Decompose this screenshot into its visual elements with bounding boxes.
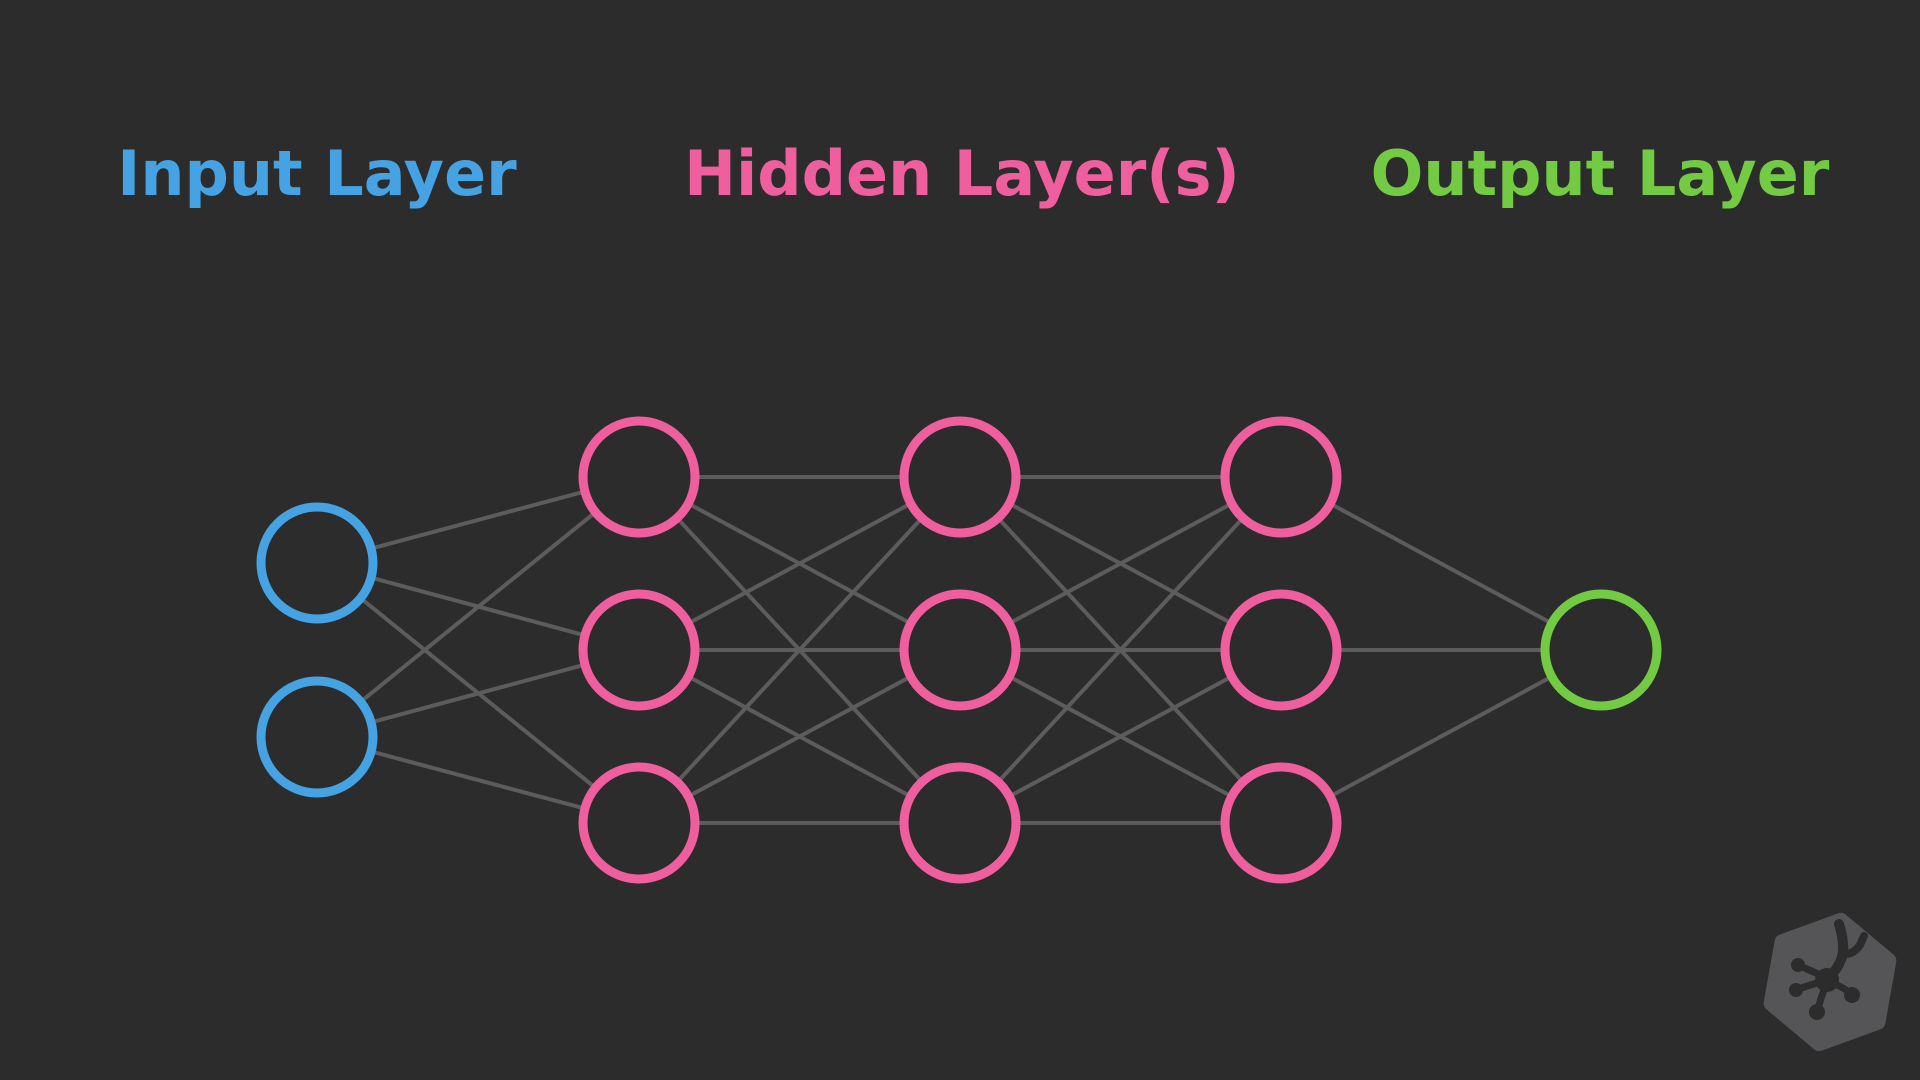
node-hidden-1-2 bbox=[578, 589, 700, 711]
frog-foot-hexagon-logo bbox=[1758, 912, 1902, 1058]
node-hidden-1-1 bbox=[578, 416, 700, 538]
edge-hidden-2-to-hidden-3 bbox=[958, 475, 1283, 825]
node-input-1 bbox=[256, 502, 378, 624]
node-input-2 bbox=[256, 676, 378, 798]
frog-foot-cutout bbox=[1789, 919, 1868, 1020]
edge-hidden-1-to-hidden-2 bbox=[638, 475, 961, 652]
node-output-1 bbox=[1540, 589, 1662, 711]
logo-svg bbox=[1763, 912, 1897, 1052]
node-hidden-3-3 bbox=[1220, 762, 1342, 884]
node-hidden-2-3 bbox=[899, 762, 1021, 884]
hidden-layers-title: Hidden Layer(s) bbox=[684, 137, 1240, 210]
edge-hidden-3-to-output bbox=[1280, 475, 1602, 652]
node-hidden-2-2 bbox=[899, 589, 1021, 711]
edge-hidden-1-to-hidden-2 bbox=[638, 648, 961, 825]
node-hidden-3-2 bbox=[1220, 589, 1342, 711]
node-hidden-2-1 bbox=[899, 416, 1021, 538]
edge-hidden-3-to-output bbox=[1280, 648, 1602, 825]
output-layer-title: Output Layer bbox=[1370, 137, 1830, 210]
edge-input-to-hidden-1 bbox=[315, 475, 641, 739]
edge-hidden-2-to-hidden-3 bbox=[959, 648, 1282, 825]
edge-hidden-2-to-hidden-3 bbox=[959, 475, 1282, 652]
edge-hidden-1-to-hidden-2 bbox=[637, 475, 962, 825]
node-hidden-3-1 bbox=[1220, 416, 1342, 538]
node-hidden-1-3 bbox=[578, 762, 700, 884]
input-layer-title: Input Layer bbox=[117, 137, 517, 210]
